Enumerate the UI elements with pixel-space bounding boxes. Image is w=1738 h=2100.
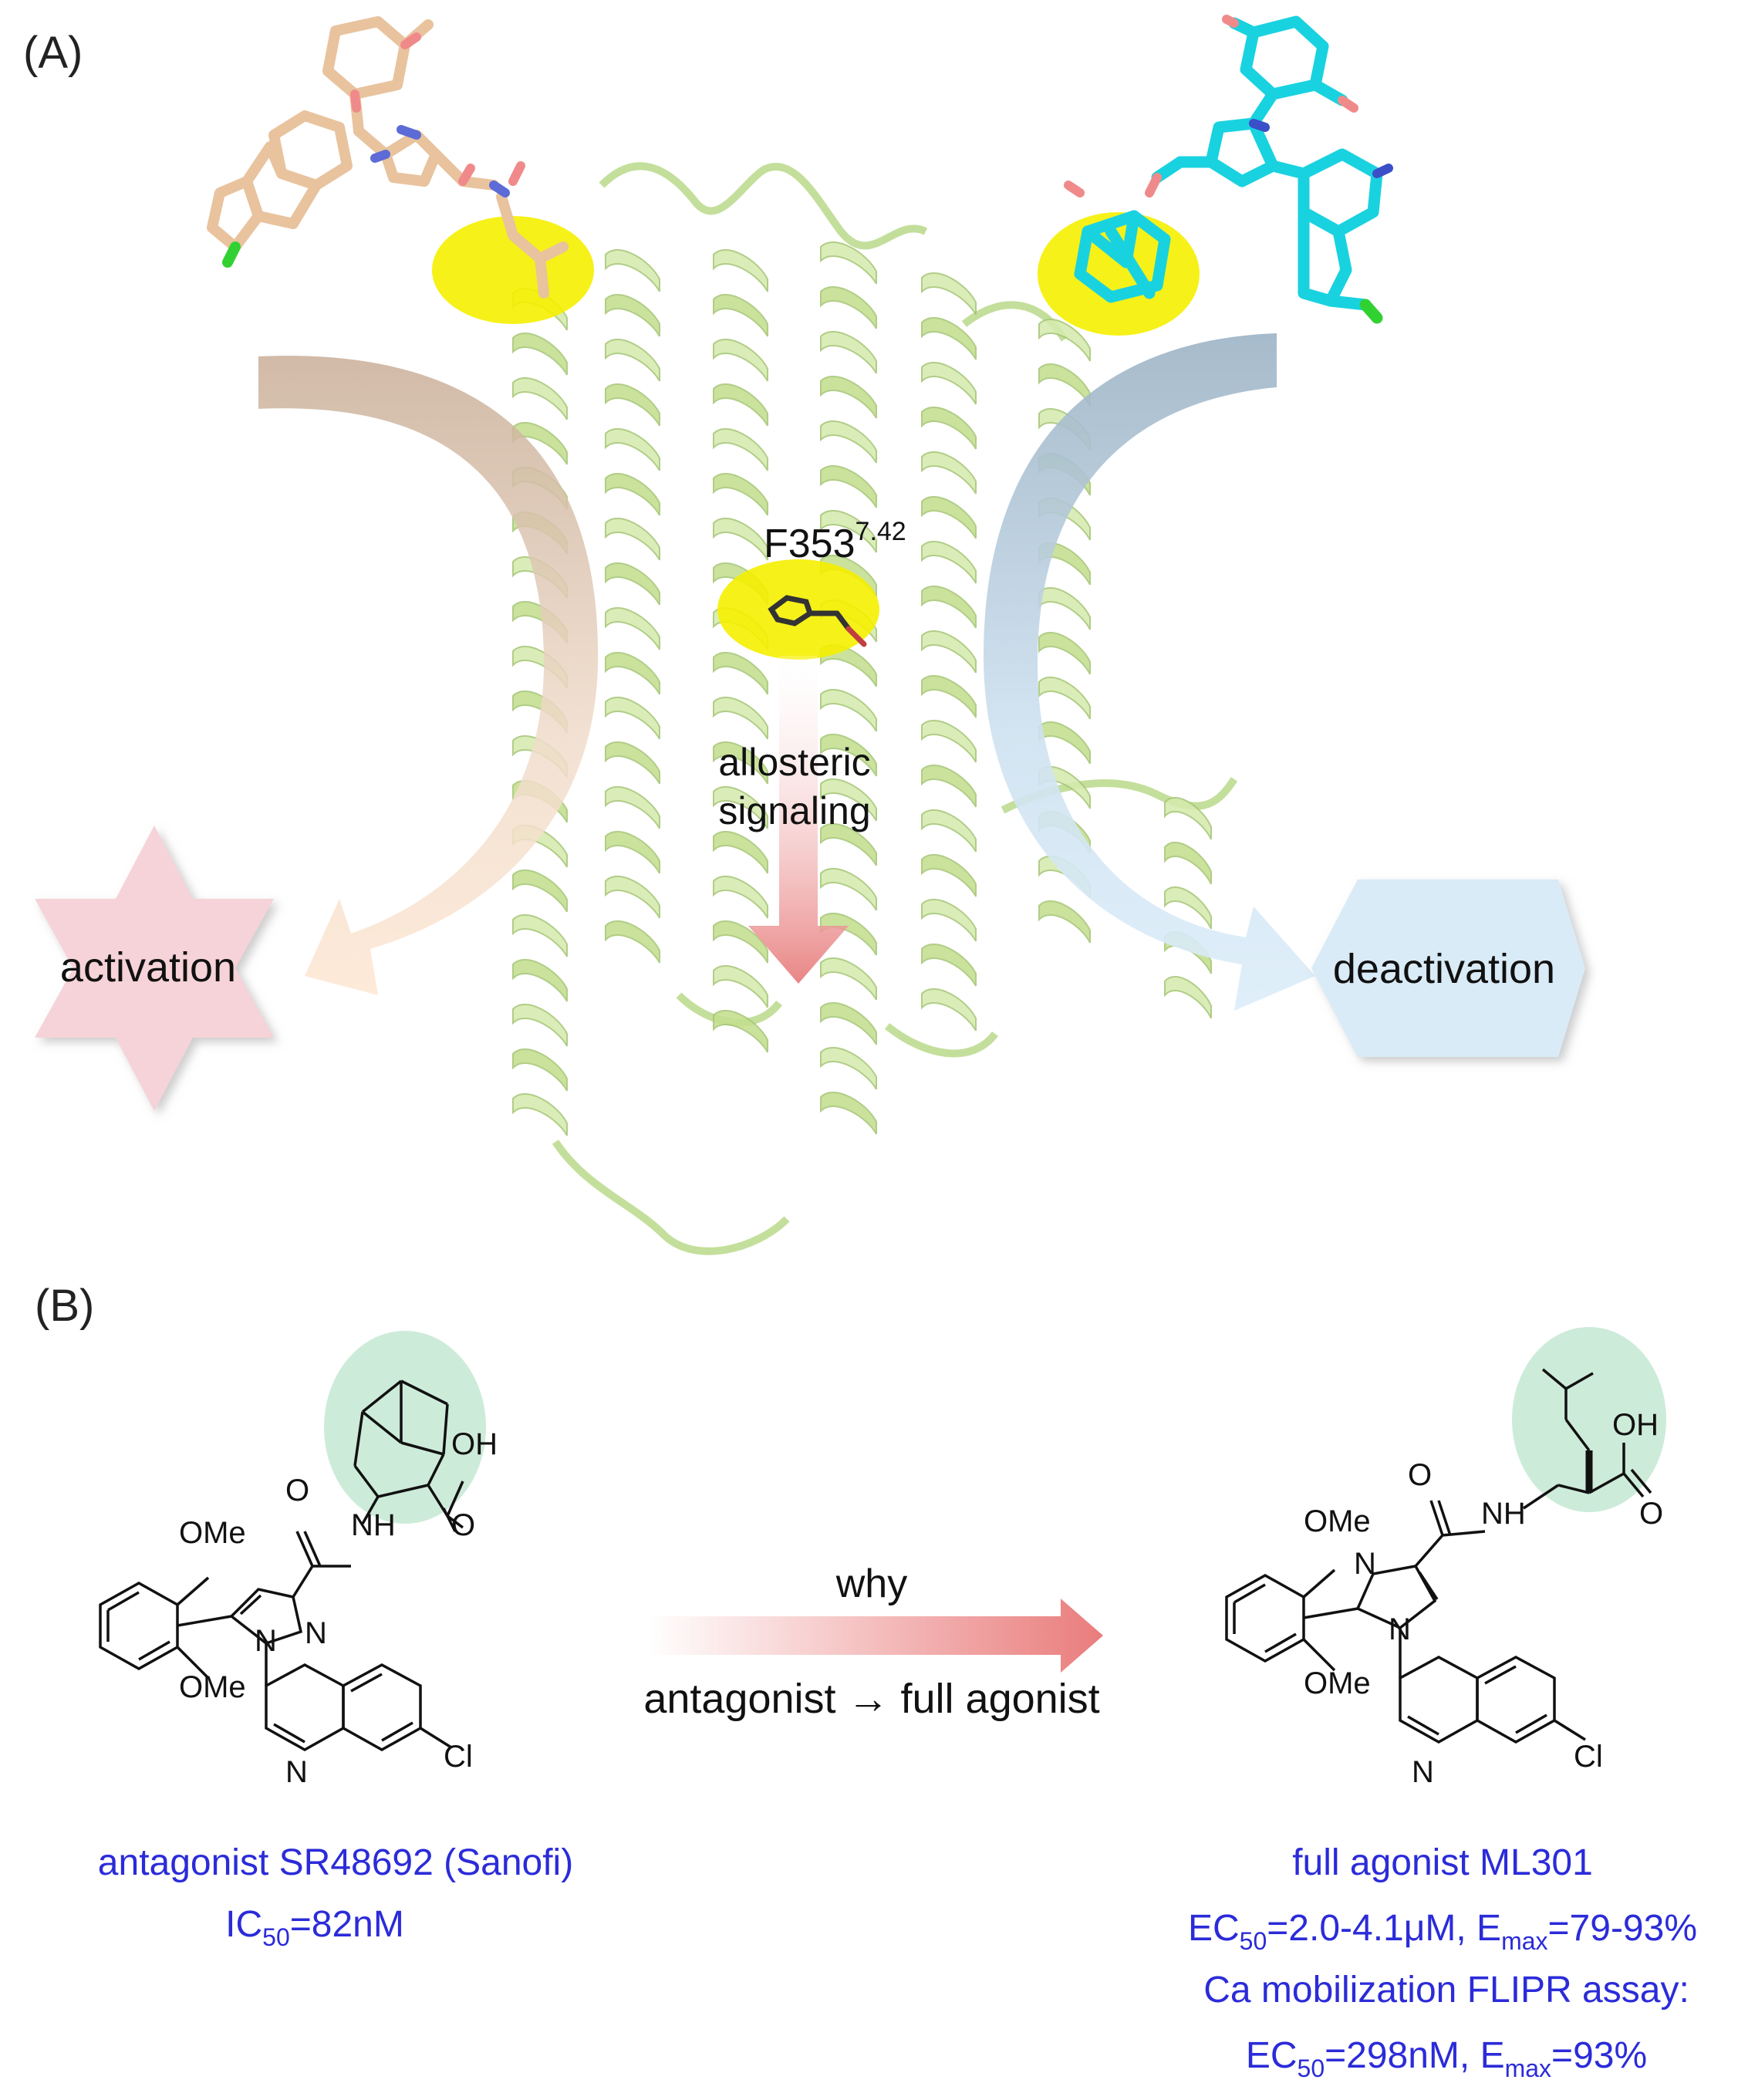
- ec1-emax-value: =79-93%: [1548, 1908, 1697, 1949]
- ic-sub: 50: [262, 1923, 290, 1951]
- f353-sidechain: [768, 595, 867, 647]
- right-binding-highlight: [1038, 212, 1200, 336]
- ic-value: =82nM: [290, 1904, 404, 1945]
- right-o-acid: O: [1639, 1497, 1663, 1531]
- right-n-imidazole-2: N: [1389, 1612, 1411, 1646]
- right-cl: Cl: [1574, 1740, 1603, 1774]
- left-binding-highlight: [432, 216, 594, 324]
- residue-label: F3537.42: [764, 517, 906, 566]
- helix-4: [820, 241, 877, 1135]
- helix-5: [921, 272, 977, 1031]
- deactivation-curved-arrow: [984, 333, 1315, 1011]
- right-ome-top: OMe: [1304, 1504, 1371, 1538]
- why-arrow: [648, 1599, 1103, 1673]
- deactivation-hexagon-shape: [1311, 880, 1585, 1057]
- left-n-pyrazole-2: N: [255, 1624, 277, 1658]
- panel-a-label: (A): [23, 28, 83, 78]
- right-structure-bonds: [1225, 1368, 1652, 1744]
- right-leucine-highlight: [1512, 1327, 1666, 1512]
- left-ome-top: OMe: [179, 1516, 246, 1550]
- allosteric-signaling-arrow: [748, 656, 849, 984]
- panel-b-label: (B): [35, 1281, 94, 1331]
- right-ligand-sticks: [1064, 15, 1393, 324]
- ec2-emax-sub: max: [1505, 2054, 1551, 2082]
- left-adamantyl-highlight: [324, 1331, 486, 1524]
- right-structure-atoms: OMe OMe OH O O NH N N N Cl: [1304, 1408, 1663, 1789]
- activation-star-shape: [35, 825, 274, 1111]
- left-cl: Cl: [444, 1740, 473, 1774]
- right-compound-ec50-line: EC50=2.0-4.1μM, Emax=79-93%: [1188, 1908, 1697, 1955]
- ec1-sub: 50: [1240, 1927, 1267, 1955]
- left-ome-bottom: OMe: [179, 1670, 246, 1704]
- left-ligand-sticks: [207, 16, 569, 299]
- residue-superscript: 7.42: [856, 517, 906, 546]
- left-oh: OH: [451, 1427, 498, 1461]
- right-oh: OH: [1612, 1408, 1659, 1442]
- left-nh: NH: [351, 1508, 396, 1542]
- ec2-value: =298nM, E: [1325, 2035, 1504, 2076]
- ec1-main: EC: [1188, 1908, 1240, 1949]
- right-n-quinoline: N: [1412, 1755, 1434, 1789]
- right-ome-bottom: OMe: [1304, 1666, 1371, 1700]
- right-compound-assay: Ca mobilization FLIPR assay:: [1203, 1970, 1689, 2011]
- right-n-imidazole: N: [1354, 1547, 1376, 1581]
- ec2-emax-value: =93%: [1551, 2035, 1647, 2076]
- ec2-main: EC: [1246, 2035, 1298, 2076]
- helix-7: [1164, 797, 1212, 1019]
- ic-main: IC: [225, 1904, 262, 1945]
- left-n-quinoline: N: [285, 1755, 308, 1789]
- left-o-acid: O: [451, 1508, 475, 1542]
- why-label: why: [835, 1561, 907, 1606]
- right-o-amide: O: [1408, 1458, 1432, 1492]
- left-n-pyrazole: N: [305, 1616, 327, 1650]
- right-compound-ec50-line2: EC50=298nM, Emax=93%: [1246, 2035, 1647, 2082]
- activation-curved-arrow: [258, 356, 599, 995]
- deactivation-label: deactivation: [1333, 946, 1555, 992]
- ec1-emax-sub: max: [1501, 1927, 1547, 1955]
- transmembrane-helices: [512, 241, 1212, 1136]
- ec2-sub: 50: [1298, 2054, 1325, 2082]
- f353-highlight: [717, 559, 879, 660]
- left-compound-name: antagonist SR48692 (Sanofi): [98, 1842, 573, 1883]
- activation-label: activation: [60, 944, 236, 991]
- signal-label-line1: allosteric: [718, 741, 870, 784]
- signal-label-line2: signaling: [718, 789, 870, 832]
- right-nh: NH: [1481, 1497, 1526, 1531]
- left-o-amide: O: [285, 1474, 309, 1507]
- left-structure-bonds: [99, 1379, 464, 1752]
- right-compound-name: full agonist ML301: [1292, 1842, 1593, 1883]
- ec1-value: =2.0-4.1μM, E: [1267, 1908, 1501, 1949]
- residue-name: F353: [764, 522, 856, 566]
- left-structure-atoms: OMe OMe OH O O NH N N N Cl: [179, 1427, 498, 1789]
- helix-2: [605, 249, 660, 964]
- left-compound-ic50: IC50=82nM: [225, 1904, 404, 1951]
- transformation-label: antagonist → full agonist: [643, 1676, 1099, 1722]
